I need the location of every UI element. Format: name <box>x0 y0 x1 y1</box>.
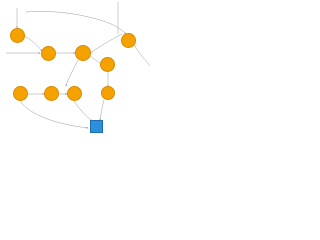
edge <box>73 100 93 122</box>
state-node[interactable] <box>121 33 136 48</box>
diagram-edges <box>6 2 150 129</box>
terminal-node[interactable] <box>90 120 103 133</box>
state-node[interactable] <box>10 28 25 43</box>
edge <box>19 100 89 129</box>
edge <box>89 33 123 54</box>
state-node[interactable] <box>44 86 59 101</box>
state-node[interactable] <box>75 45 91 61</box>
diagram-canvas <box>0 0 150 150</box>
state-node[interactable] <box>41 46 56 61</box>
state-node[interactable] <box>67 86 82 101</box>
state-node[interactable] <box>101 86 115 100</box>
state-node[interactable] <box>100 57 115 72</box>
state-node[interactable] <box>13 86 28 101</box>
edge <box>65 59 79 87</box>
edge <box>133 43 150 67</box>
edge <box>23 35 43 52</box>
edge <box>99 99 105 121</box>
edge <box>25 11 127 35</box>
